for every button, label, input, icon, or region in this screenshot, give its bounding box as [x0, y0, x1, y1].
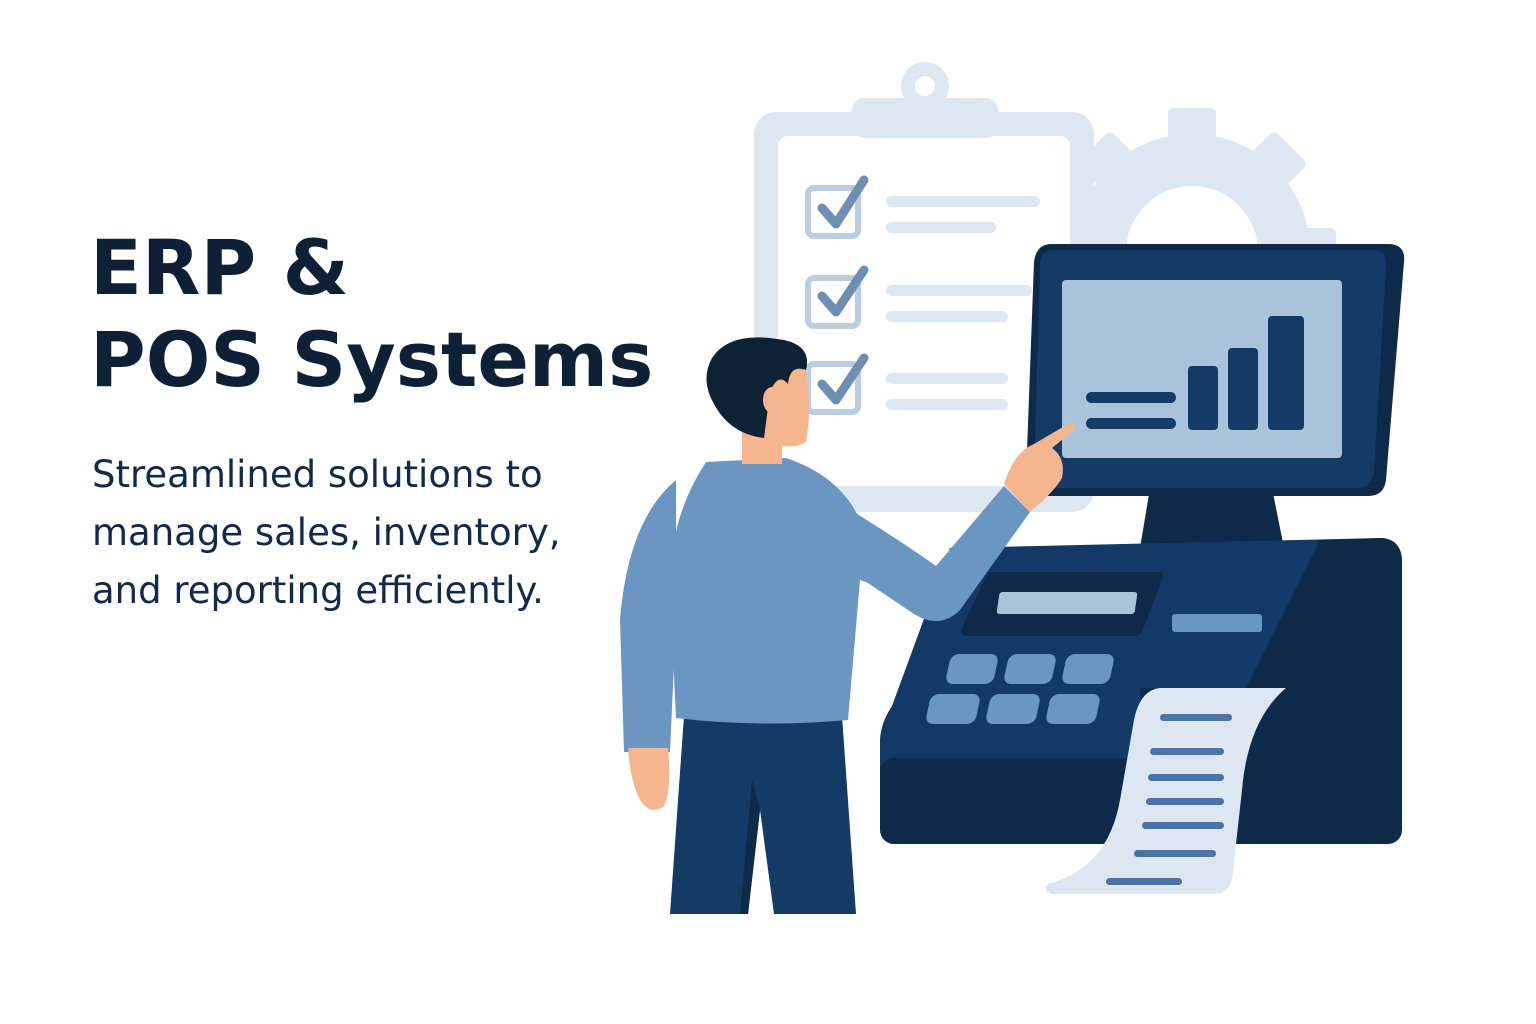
person-pointing: [620, 337, 1075, 914]
keypad-key: [1046, 694, 1100, 724]
monitor-stand: [1140, 488, 1284, 548]
person-pants: [670, 716, 856, 914]
pos-monitor: [1026, 244, 1405, 496]
subtitle-line-1: Streamlined solutions to: [92, 453, 543, 496]
person-hair: [706, 337, 808, 438]
keypad-key: [1062, 654, 1114, 684]
keypad-key: [926, 694, 980, 724]
person-shirt: [669, 458, 940, 724]
person-hand-pointing: [1004, 422, 1075, 512]
checkmark-1-icon: [817, 175, 869, 229]
subtitle-line-2: manage sales, inventory,: [92, 511, 561, 554]
checkmark-3-icon: [817, 353, 869, 405]
card-slot: [1172, 614, 1262, 632]
person-arm-pointing: [828, 486, 1030, 622]
keypad-key: [1004, 654, 1056, 684]
subtitle: Streamlined solutions to manage sales, i…: [92, 446, 561, 620]
page-title: ERP & POS Systems: [90, 222, 653, 406]
keypad-key: [946, 654, 998, 684]
person-arm-lower: [620, 480, 676, 752]
title-line-1: ERP &: [90, 223, 349, 312]
person-hand: [628, 748, 670, 810]
title-line-2: POS Systems: [90, 315, 654, 404]
checkbox-1: [805, 185, 861, 239]
keypad: [926, 654, 1114, 724]
checkmark-2-icon: [817, 265, 869, 317]
receipt-icon: [1045, 688, 1286, 894]
checkbox-2: [805, 275, 861, 329]
subtitle-line-3: and reporting efficiently.: [92, 569, 544, 612]
clipboard-checklist-icon: [754, 62, 1094, 512]
bar-chart-icon: [1086, 316, 1304, 430]
person-ear: [763, 387, 781, 413]
keypad-key: [986, 694, 1040, 724]
